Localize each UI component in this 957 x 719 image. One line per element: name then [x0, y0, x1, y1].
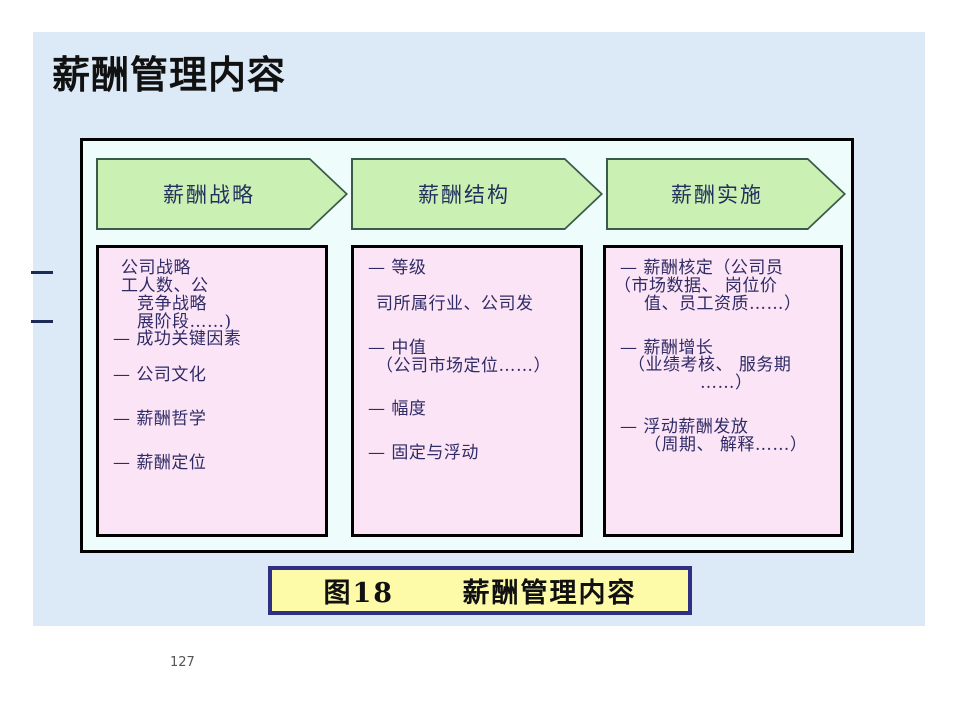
- box3-line-8: （周期、 解释……）: [644, 434, 808, 455]
- box2-line-1: — 等级: [368, 258, 427, 278]
- box3-line-1: — 薪酬核定（公司员: [620, 258, 784, 278]
- figure-caption-box: 图18 薪酬管理内容: [268, 566, 692, 615]
- box1-line-7: — 薪酬哲学: [113, 409, 207, 430]
- box1-spacer-3: [107, 429, 319, 455]
- chevron-stage-2[interactable]: 薪酬结构: [351, 158, 603, 230]
- box1-line-1: 公司战略: [121, 258, 191, 278]
- margin-dash-2: [31, 320, 53, 323]
- box2-spacer-3: [362, 375, 574, 401]
- box3-line-2: （市场数据、 岗位价: [614, 275, 778, 296]
- box1-line-3: 竞争战略: [137, 293, 207, 314]
- chevron-stage-3[interactable]: 薪酬实施: [606, 158, 846, 230]
- box2-line-4: （公司市场定位……）: [376, 355, 551, 376]
- box1-line-5: — 成功关键因素: [113, 329, 242, 350]
- box1-line-4: 展阶段……): [137, 311, 232, 332]
- box2-line-5: — 幅度: [368, 399, 427, 420]
- diagram-frame: 薪酬战略 薪酬结构 薪酬实施 公司战略 工人数、公 竞争战略 展阶段……) — …: [80, 138, 854, 553]
- box2-spacer-4: [362, 419, 574, 445]
- box1-line-2: 工人数、公: [121, 275, 209, 296]
- box3-spacer-2: [614, 393, 834, 419]
- page-title: 薪酬管理内容: [52, 52, 287, 97]
- chevron-band: 薪酬战略 薪酬结构 薪酬实施: [83, 158, 857, 230]
- box3-line-6: ……）: [700, 373, 753, 394]
- figure-caption-text: 图18 薪酬管理内容: [323, 578, 637, 609]
- chevron-stage-3-label: 薪酬实施: [671, 183, 763, 207]
- chevron-stage-2-label: 薪酬结构: [418, 183, 510, 207]
- margin-dash-1: [31, 271, 53, 274]
- box2-line-6: — 固定与浮动: [368, 443, 479, 464]
- box2-line-3: — 中值: [368, 337, 427, 358]
- box3-line-3: 值、员工资质……）: [644, 293, 802, 314]
- box1-line-6: — 公司文化: [113, 365, 207, 386]
- chevron-stage-1[interactable]: 薪酬战略: [96, 158, 348, 230]
- content-box-strategy: 公司战略 工人数、公 竞争战略 展阶段……) — 成功关键因素 — 公司文化 —…: [96, 245, 328, 537]
- box1-line-8: — 薪酬定位: [113, 452, 207, 473]
- chevron-stage-1-label: 薪酬战略: [163, 183, 255, 207]
- box2-spacer-2: [362, 314, 574, 340]
- box3-line-7: — 浮动薪酬发放: [620, 417, 749, 438]
- content-box-structure: — 等级 司所属行业、公司发 — 中值 （公司市场定位……） — 幅度 — 固定…: [351, 245, 583, 537]
- content-box-implementation: — 薪酬核定（公司员 （市场数据、 岗位价 值、员工资质……） — 薪酬增长 （…: [603, 245, 843, 537]
- box2-line-2: 司所属行业、公司发: [376, 293, 534, 314]
- box3-line-4: — 薪酬增长: [620, 337, 714, 358]
- box3-line-5: （业绩考核、 服务期: [628, 355, 792, 376]
- box1-spacer-2: [107, 385, 319, 411]
- page-number: 127: [170, 655, 195, 670]
- box3-spacer-1: [614, 314, 834, 340]
